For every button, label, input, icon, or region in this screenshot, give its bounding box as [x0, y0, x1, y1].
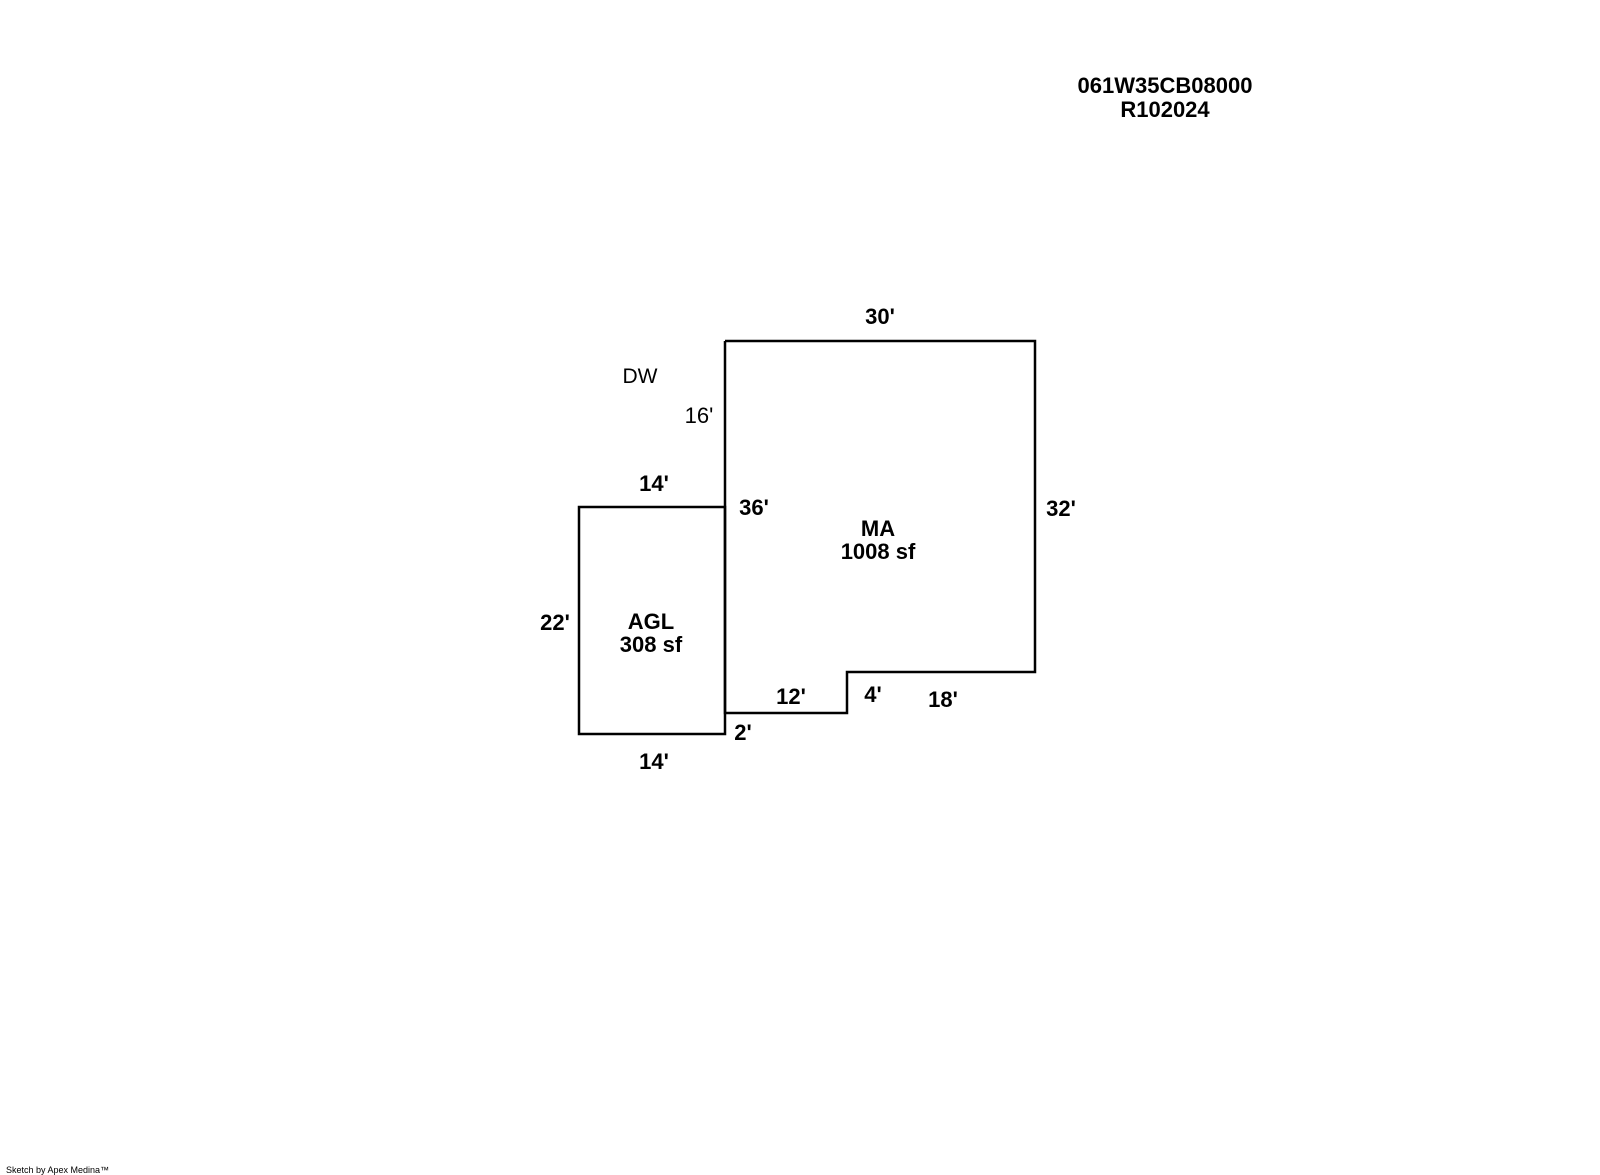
sketch-header: 061W35CB08000 R102024 — [1060, 74, 1270, 122]
dim-agl-top: 14' — [639, 471, 669, 496]
garage-area-size: 308 sf — [619, 632, 683, 657]
parcel-id: 061W35CB08000 — [1077, 73, 1253, 98]
main-area-code: MA — [860, 516, 896, 541]
garage-outline — [577, 505, 727, 736]
dim-ma-top: 30' — [865, 304, 895, 329]
dim-ma-bottom-left: 12' — [776, 684, 806, 709]
sketch-credit: Sketch by Apex Medina™ — [6, 1165, 110, 1175]
garage-area-label: AGL 308 sf — [620, 610, 682, 656]
account-id: R102024 — [1120, 97, 1210, 122]
dim-ma-left-upper: 16' — [684, 403, 714, 428]
dim-agl-offset: 2' — [734, 720, 752, 745]
dim-ma-right: 32' — [1046, 496, 1076, 521]
garage-area-code: AGL — [627, 609, 675, 634]
dim-ma-notch: 4' — [864, 682, 882, 707]
dim-ma-bottom-right: 18' — [928, 687, 958, 712]
main-area-label: MA 1008 sf — [841, 517, 916, 563]
dim-agl-left: 22' — [540, 610, 570, 635]
main-area-size: 1008 sf — [840, 539, 916, 564]
dim-ma-left-full: 36' — [739, 495, 769, 520]
dim-agl-bottom: 14' — [639, 749, 669, 774]
driveway-note: DW — [622, 365, 658, 388]
